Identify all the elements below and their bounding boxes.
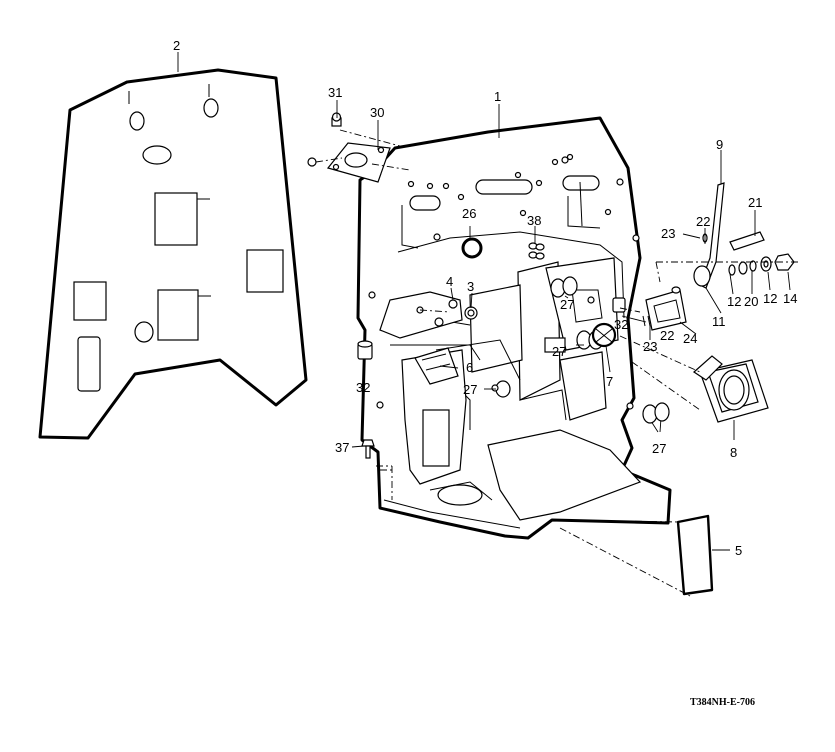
callout-9: 9	[716, 137, 723, 152]
callout-38: 38	[527, 213, 541, 228]
leader-lines	[177, 52, 791, 551]
sleeve-part-32-left	[357, 340, 373, 360]
callout-2: 2	[173, 38, 180, 53]
main-panel-part-1	[356, 116, 672, 540]
bolt-part-37	[361, 439, 375, 459]
callout-6: 6	[466, 360, 473, 375]
callout-22a: 22	[696, 214, 710, 229]
callout-20: 20	[744, 294, 758, 309]
callout-4: 4	[446, 274, 453, 289]
callout-14: 14	[783, 291, 797, 306]
callout-27b: 27	[552, 344, 566, 359]
callout-21: 21	[748, 195, 762, 210]
bracket-part-24	[645, 286, 687, 331]
sleeve-part-32-right	[612, 297, 626, 313]
callout-3: 3	[467, 279, 474, 294]
bracket-part-21	[729, 231, 765, 251]
callout-31: 31	[328, 85, 342, 100]
callout-30: 30	[370, 105, 384, 120]
callout-27a: 27	[560, 297, 574, 312]
callout-1: 1	[494, 89, 501, 104]
bolt-part-31	[331, 112, 342, 127]
cover-plate-part-5	[676, 514, 714, 596]
pin-part-22	[642, 315, 651, 327]
boot-part-8	[693, 355, 769, 423]
callout-8: 8	[730, 445, 737, 460]
insulation-mat-part-2	[38, 68, 308, 440]
callout-24: 24	[683, 331, 697, 346]
callout-26: 26	[462, 206, 476, 221]
drawing-code: T384NH-E-706	[690, 697, 755, 708]
grommets-part-27-right	[642, 402, 670, 424]
lever-part-9	[693, 182, 725, 289]
callout-7: 7	[606, 374, 613, 389]
callout-5: 5	[735, 543, 742, 558]
callout-27c: 27	[463, 382, 477, 397]
gasket-plate-part-30	[326, 142, 391, 183]
callout-22b: 22	[660, 328, 674, 343]
callout-32a: 32	[356, 380, 370, 395]
callout-labels: 1 2 3 4 5 6 7 8 9 11 12 12 14 20 21 22 2…	[173, 38, 797, 708]
callout-12a: 12	[727, 294, 741, 309]
callout-12b: 12	[763, 291, 777, 306]
callout-32b: 32	[614, 317, 628, 332]
assembly-lines	[315, 129, 800, 597]
callout-23b: 23	[643, 339, 657, 354]
callout-37: 37	[335, 440, 349, 455]
callout-11: 11	[712, 314, 726, 329]
bolt-small	[307, 157, 317, 167]
callout-27d: 27	[652, 441, 666, 456]
callout-23a: 23	[661, 226, 675, 241]
